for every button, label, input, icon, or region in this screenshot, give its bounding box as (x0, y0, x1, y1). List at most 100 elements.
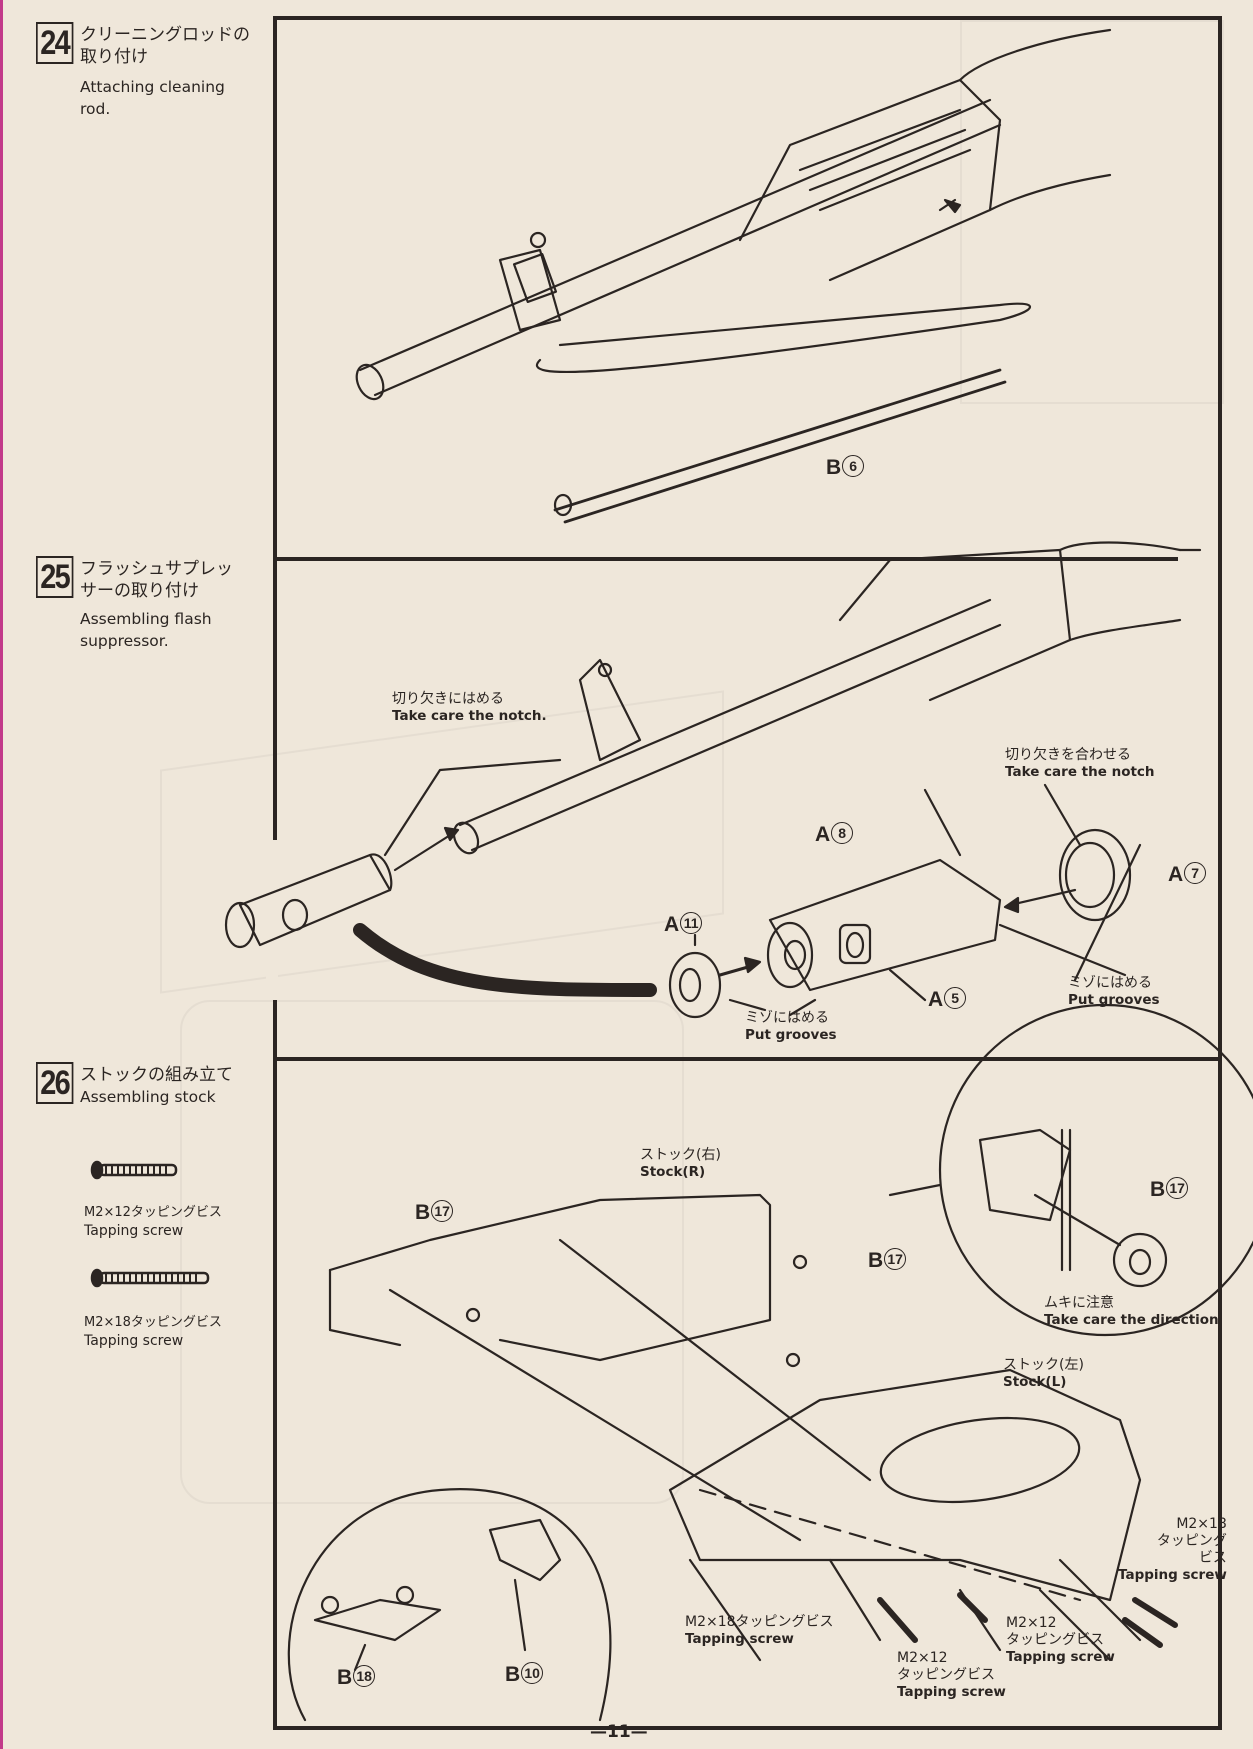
part-number: 17 (1166, 1177, 1189, 1199)
note-en: Stock(R) (640, 1164, 706, 1180)
part-letter: B (415, 1201, 431, 1224)
label-screw-m2x18-b: M2×18 タッピング ビス Tapping screw (1118, 1516, 1227, 1584)
step-title-en: Attaching cleaning rod. (80, 76, 250, 120)
step-title-en-line: suppressor. (80, 632, 169, 650)
note-en: Take care the direction (1044, 1312, 1219, 1328)
step-24-heading: 24 クリーニングロッドの 取り付け Attaching cleaning ro… (36, 22, 250, 118)
part-number: 6 (842, 455, 865, 477)
part-letter: B (1150, 1178, 1166, 1201)
part-number: 18 (353, 1665, 376, 1687)
bleed-through-shape (180, 1000, 684, 1504)
note-en: Put grooves (745, 1027, 837, 1043)
step-number: 24 (36, 22, 74, 64)
screw-label-ja: タッピング (1156, 1533, 1227, 1549)
note-en: Stock(L) (1003, 1374, 1067, 1390)
screw-legend-en: Tapping screw (84, 1223, 184, 1239)
stock-drawing (287, 1003, 1253, 1722)
page-edge (0, 0, 3, 1749)
label-screw-m2x12-b: M2×12 タッピングビス Tapping screw (1006, 1615, 1115, 1666)
step-title-en: Assembling flash suppressor. (80, 608, 233, 652)
screw-legend-m2x18: M2×18タッピングビス Tapping screw (84, 1314, 222, 1350)
part-number: 17 (431, 1200, 454, 1222)
part-number: 7 (1184, 862, 1207, 884)
screw-legend-en: Tapping screw (84, 1333, 184, 1349)
screw-legend-ja: M2×12タッピングビス (84, 1205, 222, 1220)
step-number: 26 (36, 1062, 74, 1104)
screw-label-en: Tapping screw (685, 1631, 794, 1647)
divider-25-26 (273, 1057, 1222, 1061)
part-letter: B (505, 1663, 521, 1686)
note-ja: ミゾにはめる (745, 1010, 829, 1026)
note-ja: 切り欠きにはめる (392, 691, 504, 707)
divider-24-25 (273, 557, 1178, 561)
step-title-en-line: Attaching cleaning (80, 78, 225, 96)
bleed-through-shape (960, 20, 1224, 404)
part-number: 11 (680, 912, 703, 934)
note-direction: ムキに注意 Take care the direction (1044, 1295, 1219, 1329)
part-letter: A (815, 823, 831, 846)
note-ja: 切り欠きを合わせる (1005, 747, 1131, 763)
screw-label-ja: タッピングビス (1006, 1632, 1104, 1648)
note-notch-1: 切り欠きにはめる Take care the notch. (392, 691, 547, 725)
note-ja: ストック(左) (1003, 1357, 1084, 1373)
screw-label-ja: M2×18 (1176, 1516, 1227, 1532)
rifle-muzzle-drawing (224, 541, 1202, 1019)
screw-label-ja: M2×18タッピングビス (685, 1614, 834, 1630)
screw-legend-ja: M2×18タッピングビス (84, 1315, 222, 1330)
note-ja: ストック(右) (640, 1147, 721, 1163)
screw-label-ja: M2×12 (897, 1650, 948, 1666)
step-title-en: Assembling stock (80, 1088, 216, 1106)
part-letter: A (664, 913, 680, 936)
screw-label-en: Tapping screw (1006, 1649, 1115, 1665)
note-stock-right: ストック(右) Stock(R) (640, 1147, 721, 1181)
note-en: Take care the notch. (392, 708, 547, 724)
note-stock-left: ストック(左) Stock(L) (1003, 1357, 1084, 1391)
screw-label-ja: M2×12 (1006, 1615, 1057, 1631)
step-title-en-line: Assembling flash (80, 610, 212, 628)
label-screw-m2x18-a: M2×18タッピングビス Tapping screw (685, 1614, 834, 1648)
page-number: —11— (590, 1722, 648, 1742)
step-title-ja: クリーニングロッドの (80, 25, 250, 45)
part-number: 10 (521, 1662, 544, 1684)
step-title: クリーニングロッドの 取り付け Attaching cleaning rod. (80, 24, 250, 120)
screw-label-ja: ビス (1198, 1550, 1227, 1566)
part-letter: B (826, 456, 842, 479)
part-number: 8 (831, 822, 854, 844)
step-number: 25 (36, 556, 74, 598)
step-title: フラッシュサプレッ サーの取り付け Assembling flash suppr… (80, 558, 233, 652)
note-grooves-1: ミゾにはめる Put grooves (745, 1010, 837, 1044)
note-ja: ミゾにはめる (1068, 975, 1152, 991)
step-26-heading: 26 ストックの組み立て Assembling stock (36, 1062, 233, 1106)
note-grooves-2: ミゾにはめる Put grooves (1068, 975, 1160, 1009)
step-title-ja: 取り付け (80, 47, 148, 67)
label-screw-m2x12-a: M2×12 タッピングビス Tapping screw (897, 1650, 1006, 1701)
step-title-ja: フラッシュサプレッ (80, 559, 233, 579)
note-notch-2: 切り欠きを合わせる Take care the notch (1005, 747, 1155, 781)
step-title-ja: ストックの組み立て (80, 1065, 233, 1085)
step-title-ja: サーの取り付け (80, 581, 199, 601)
part-number: 17 (884, 1248, 907, 1270)
note-ja: ムキに注意 (1044, 1295, 1114, 1311)
step-title-en-line: rod. (80, 100, 111, 118)
frame-notch-white (266, 840, 278, 1000)
screw-legend-m2x12: M2×12タッピングビス Tapping screw (84, 1204, 222, 1240)
part-letter: A (1168, 863, 1184, 886)
screw-label-en: Tapping screw (1118, 1567, 1227, 1583)
screw-label-en: Tapping screw (897, 1684, 1006, 1700)
part-letter: A (928, 988, 944, 1011)
step-title: ストックの組み立て Assembling stock (80, 1064, 233, 1108)
part-number: 5 (944, 987, 967, 1009)
note-en: Take care the notch (1005, 764, 1155, 780)
part-letter: B (337, 1666, 353, 1689)
